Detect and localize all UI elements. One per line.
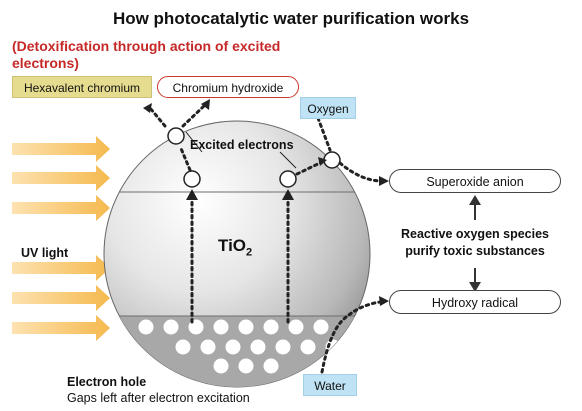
excited-label-pointer-left xyxy=(185,131,203,153)
path-to-hydroxy xyxy=(320,300,382,374)
superoxide-anion-box: Superoxide anion xyxy=(389,169,561,193)
arrowhead-to-hydroxy xyxy=(379,296,389,306)
excited-electron-right xyxy=(279,170,297,188)
tio2-main-text: TiO xyxy=(218,236,247,255)
hole xyxy=(313,319,329,335)
up-arrow-head xyxy=(469,195,481,205)
hole xyxy=(175,339,191,355)
hole xyxy=(300,339,316,355)
electron-hole-description: Gaps left after electron excitation xyxy=(67,391,250,405)
hole xyxy=(163,319,179,335)
hole xyxy=(288,319,304,335)
hydroxy-radical-box: Hydroxy radical xyxy=(389,290,561,314)
electron-hole-label: Electron hole xyxy=(67,375,147,389)
excited-electrons-label: Excited electrons xyxy=(190,138,294,152)
uv-arrow-2 xyxy=(12,165,110,191)
hole xyxy=(138,319,154,335)
chromium-hydroxide-label: Chromium hydroxide xyxy=(157,76,299,98)
uv-arrow-3 xyxy=(12,195,110,221)
excitation-arrowhead-left xyxy=(186,189,198,200)
arrowhead-to-superoxide xyxy=(379,176,389,186)
hole xyxy=(238,358,254,374)
path-to-oxygen-electron xyxy=(295,160,324,176)
hole xyxy=(225,339,241,355)
hole xyxy=(263,319,279,335)
uv-arrow-1 xyxy=(12,136,110,162)
path-chromium-conversion xyxy=(148,103,207,128)
arrowhead-chromium-to-electron xyxy=(143,103,152,113)
uv-arrows xyxy=(12,136,110,341)
excited-electron-left xyxy=(183,170,201,188)
hole xyxy=(200,339,216,355)
hole xyxy=(238,319,254,335)
uv-light-label: UV light xyxy=(21,246,69,260)
excitation-arrowhead-right xyxy=(282,189,294,200)
hexavalent-chromium-label: Hexavalent chromium xyxy=(12,76,152,98)
path-to-chromium-electron xyxy=(178,144,192,172)
down-arrow-head xyxy=(469,282,481,292)
arrowhead-to-oxygen-electron xyxy=(318,157,327,166)
excited-label-pointer-right xyxy=(279,151,297,169)
page-title: How photocatalytic water purification wo… xyxy=(112,9,470,28)
hole xyxy=(275,339,291,355)
hole xyxy=(250,339,266,355)
chromium-reaction-electron xyxy=(167,127,185,145)
path-to-superoxide xyxy=(338,161,382,183)
arrowhead-to-chromium-hydroxide xyxy=(201,99,210,110)
oxygen-label: Oxygen xyxy=(300,97,356,119)
uv-arrow-5 xyxy=(12,285,110,311)
reactive-oxygen-label: Reactive oxygen species purify toxic sub… xyxy=(401,227,549,258)
hole xyxy=(213,358,229,374)
uv-arrow-4 xyxy=(12,255,110,281)
subtitle: (Detoxification through action of excite… xyxy=(12,38,281,71)
uv-arrow-6 xyxy=(12,315,110,341)
hole xyxy=(263,358,279,374)
tio2-label: TiO2 xyxy=(218,236,252,258)
hole xyxy=(213,319,229,335)
water-label: Water xyxy=(303,374,357,396)
path-oxygen-input xyxy=(316,116,332,152)
tio2-subscript: 2 xyxy=(246,246,253,259)
